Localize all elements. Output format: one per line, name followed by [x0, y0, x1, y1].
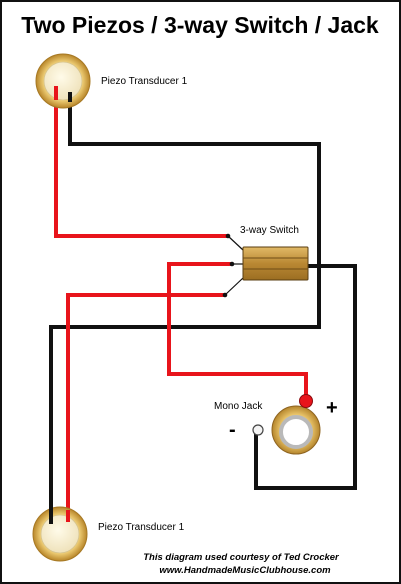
piezo-top [35, 53, 91, 109]
mono-jack [252, 394, 321, 455]
negative-sign: - [229, 419, 236, 441]
ground-wire-top-piezo [49, 92, 321, 510]
switch-label: 3-way Switch [240, 225, 299, 236]
credit-line-2: www.HandmadeMusicClubhouse.com [159, 565, 331, 576]
switch-lug-top [227, 235, 244, 251]
piezo-bottom-label: Piezo Transducer 1 [98, 522, 185, 533]
three-way-switch [242, 246, 309, 281]
ground-wire-switch-to-jack [254, 264, 357, 490]
piezo-bottom-ceramic [40, 514, 80, 554]
piezo-bottom [32, 506, 88, 562]
hot-wire-switch-to-jack [167, 262, 308, 400]
jack-socket [279, 415, 313, 449]
hot-wires [54, 86, 308, 521]
ground-wires [49, 92, 357, 510]
jack-sleeve-lug [252, 424, 264, 436]
hot-wire-bottom-piezo [66, 293, 225, 521]
jack-label: Mono Jack [214, 401, 263, 412]
solder-point-middle [229, 261, 235, 267]
positive-sign: + [326, 397, 338, 419]
piezo-top-ceramic [43, 61, 83, 101]
piezo-top-label: Piezo Transducer 1 [101, 76, 188, 87]
solder-point-bottom [222, 292, 228, 298]
switch-lugs [222, 233, 244, 298]
switch-lug-bottom [224, 277, 244, 296]
diagram-title: Two Piezos / 3-way Switch / Jack [21, 12, 379, 38]
switch-body [242, 246, 309, 281]
credit-line-1: This diagram used courtesy of Ted Crocke… [143, 552, 340, 563]
jack-tip-lug [299, 394, 313, 408]
hot-wire-top-piezo [54, 86, 228, 238]
solder-point-top [225, 233, 231, 239]
